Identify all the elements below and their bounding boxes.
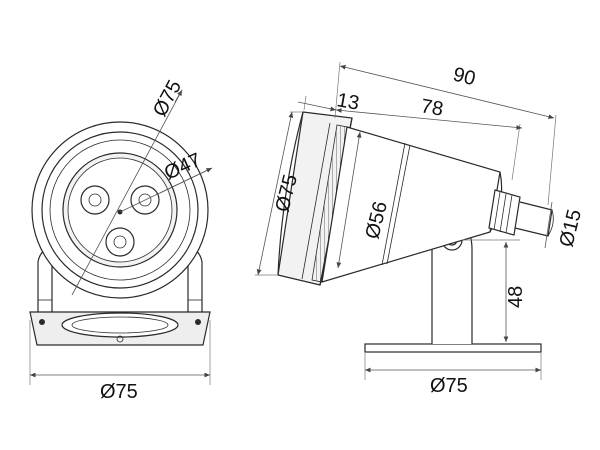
side-cable-dimension: Ø15 <box>544 201 586 249</box>
front-base-dimension: Ø75 <box>29 320 211 403</box>
side-dim-base-label: Ø75 <box>430 375 468 397</box>
front-housing-rim <box>41 131 199 289</box>
side-cable-gland <box>488 189 554 237</box>
side-lens-and-body-dimension: 13 78 <box>297 89 523 181</box>
side-dim-cable-label: Ø15 <box>556 207 586 249</box>
side-dim-total-length-label: 90 <box>451 64 478 91</box>
front-base-plate <box>29 311 211 346</box>
side-base-dimension: Ø75 <box>364 352 542 397</box>
side-height-dimension: 48 <box>462 239 527 342</box>
side-dim-height-label: 48 <box>505 286 527 308</box>
front-led-array <box>80 185 160 257</box>
front-housing-inner <box>49 139 191 281</box>
side-dim-body-length-label: 78 <box>419 95 445 121</box>
front-view: Ø75 Ø47 Ø75 <box>29 77 213 403</box>
side-lamp-body <box>321 126 503 283</box>
front-dim-base-label: Ø75 <box>100 381 138 403</box>
side-dim-lens-depth-label: 13 <box>335 89 361 115</box>
side-view: 90 13 78 Ø75 Ø56 Ø15 <box>255 61 586 397</box>
front-dim-body-label: Ø75 <box>149 77 186 121</box>
